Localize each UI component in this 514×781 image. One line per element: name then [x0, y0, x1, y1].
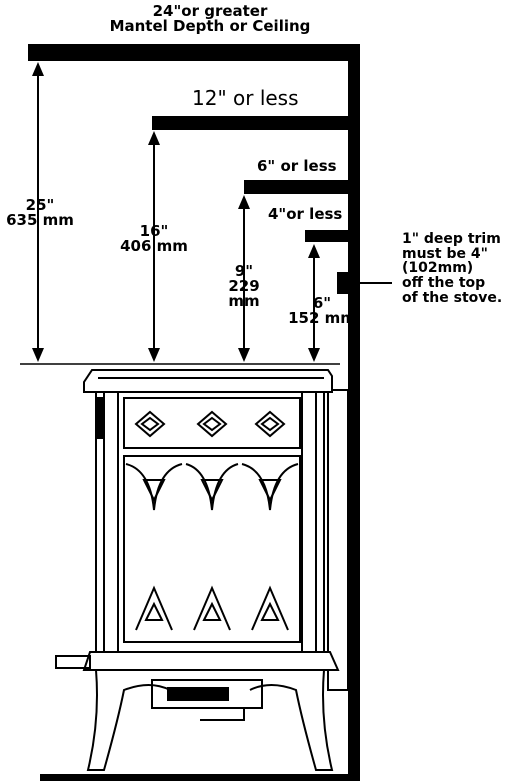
diamond-ornaments [134, 410, 286, 438]
mantel-12-label: 12" or less [192, 86, 299, 110]
header-line-1: 24"or greater [152, 2, 268, 20]
trim-note-line-3: (102mm) [402, 260, 474, 277]
clearance-9-inches: 9" [234, 262, 254, 280]
spire-ornaments [135, 585, 289, 631]
trim-block [337, 272, 354, 294]
clearance-25-mm: 635 mm [6, 211, 74, 229]
header-label: 24"or greater Mantel Depth or Ceiling [40, 4, 380, 34]
clearance-6-mm: 152 mm [288, 309, 356, 327]
ceiling-bar [28, 44, 360, 61]
floor [40, 774, 360, 781]
clearance-9-mm-value: 229 [228, 277, 260, 295]
clearance-16-mm: 406 mm [120, 237, 188, 255]
wall-heat-shield [327, 389, 349, 691]
arch-ornaments [125, 463, 299, 511]
clearance-9-label: 9" 229 mm [218, 264, 270, 309]
trim-note-line-5: of the stove. [402, 289, 503, 306]
arrow-6 [308, 244, 320, 362]
clearance-25-inches: 25" [25, 196, 55, 214]
clearance-16-label: 16" 406 mm [104, 224, 204, 254]
wall [348, 44, 360, 781]
clearance-25-label: 25" 635 mm [0, 198, 80, 228]
trim-note-line-4: off the top [402, 275, 486, 292]
clearance-16-inches: 16" [139, 222, 169, 240]
clearance-9-mm-unit: mm [228, 292, 260, 310]
mantel-12-bar [152, 116, 360, 130]
arrow-9 [238, 195, 250, 362]
trim-note-line-2: must be 4" [402, 245, 488, 262]
mantel-4-label: 4"or less [268, 205, 343, 223]
clearance-6-label: 6" 152 mm [282, 296, 362, 326]
trim-note: 1" deep trim must be 4" (102mm) off the … [402, 232, 502, 305]
arrow-25 [32, 62, 44, 362]
mantel-6-bar [244, 180, 360, 194]
trim-note-line-1: 1" deep trim [402, 231, 501, 247]
mantel-6-label: 6" or less [257, 157, 337, 175]
clearance-6-inches: 6" [312, 294, 332, 312]
mantel-4-bar [305, 230, 360, 242]
stove-illustration [55, 369, 340, 771]
arrow-16 [148, 131, 160, 362]
header-line-2: Mantel Depth or Ceiling [109, 17, 311, 35]
